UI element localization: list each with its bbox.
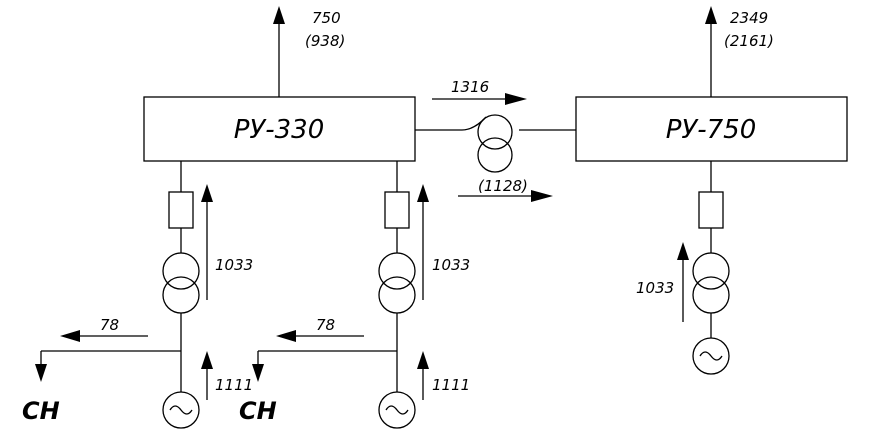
generator-icon (692, 337, 730, 375)
tie-flow-alt-value: (1128) (478, 177, 528, 195)
aux1-label: СН (22, 397, 60, 425)
aux2-load-value: 78 (316, 316, 335, 334)
ru750-out-alt-value: (2161) (724, 32, 774, 50)
transformer-winding-icon (378, 252, 416, 290)
aux2-label: СН (239, 397, 277, 425)
ru330-out-arrow-icon (273, 6, 285, 24)
transformer-winding-icon (162, 252, 200, 290)
ru750-label: РУ-750 (666, 115, 757, 145)
transformer-flow-arrow-icon (201, 184, 213, 202)
ru330-block: РУ-330 (143, 96, 416, 162)
gen2-transformer-value: 1033 (432, 256, 470, 274)
ru750-out-value: 2349 (730, 9, 768, 27)
tie-flow-alt-arrow-icon (531, 190, 553, 202)
tie-flow-arrow-icon (505, 93, 527, 105)
transformer-flow-arrow-icon (677, 242, 689, 260)
transformer-winding-icon (378, 276, 416, 314)
ru750-block: РУ-750 (575, 96, 848, 162)
aux-load-arrow-icon (252, 364, 264, 382)
gen2-output-value: 1111 (432, 376, 470, 394)
tie-flow-value: 1316 (451, 78, 489, 96)
breaker-icon (168, 191, 194, 229)
autotransformer-winding-icon (477, 137, 513, 173)
generator-flow-arrow-icon (417, 351, 429, 369)
ru330-out-value: 750 (312, 9, 341, 27)
generator-flow-arrow-icon (201, 351, 213, 369)
ru750-out-arrow-icon (705, 6, 717, 24)
ru750-outgoing-line: 2349 (2161) (705, 6, 774, 97)
autotransformer-winding-icon (477, 114, 513, 150)
transformer-winding-icon (692, 276, 730, 314)
ru330-outgoing-line: 750 (938) (273, 6, 345, 97)
generator-icon (378, 391, 416, 429)
breaker-icon (384, 191, 410, 229)
generator-icon (162, 391, 200, 429)
aux-load-arrow-icon (35, 364, 47, 382)
generator-unit-3: 1033 (636, 161, 730, 375)
generator-unit-2: 1033 1111 78 СН (239, 161, 470, 429)
transformer-flow-arrow-icon (417, 184, 429, 202)
transformer-winding-icon (692, 252, 730, 290)
tie-autotransformer: 1316 (1128) (415, 78, 576, 202)
aux-flow-arrow-icon (276, 330, 296, 342)
gen3-transformer-value: 1033 (636, 279, 674, 297)
aux1-load-value: 78 (100, 316, 119, 334)
aux-flow-arrow-icon (60, 330, 80, 342)
generator-unit-1: 1033 1111 78 СН (22, 161, 253, 429)
gen1-transformer-value: 1033 (215, 256, 253, 274)
breaker-icon (698, 191, 724, 229)
ru330-label: РУ-330 (234, 115, 325, 145)
transformer-winding-icon (162, 276, 200, 314)
gen1-output-value: 1111 (215, 376, 253, 394)
ru330-out-alt-value: (938) (305, 32, 345, 50)
